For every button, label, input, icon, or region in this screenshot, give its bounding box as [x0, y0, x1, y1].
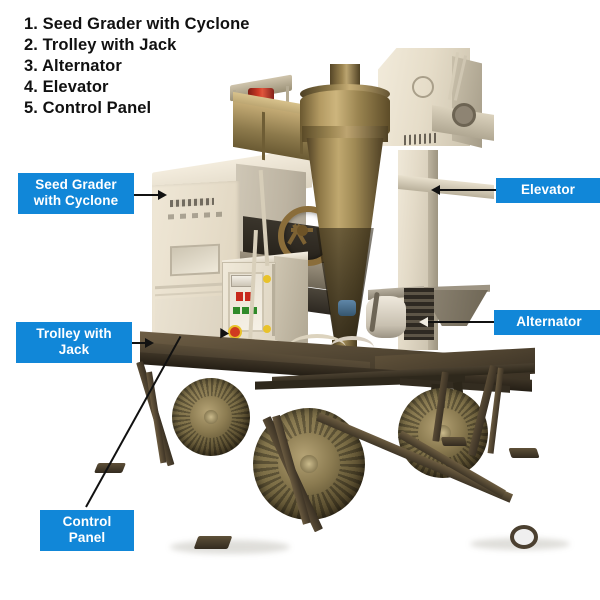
arrow-icon-seed-grader [158, 190, 167, 200]
elevator-inspection-port [412, 76, 434, 98]
jack-foot [193, 536, 233, 549]
callout-line-2: Jack [58, 342, 90, 357]
flexible-conduit [330, 336, 374, 360]
callout-line-1: Trolley with [36, 326, 112, 341]
arrow-icon-alternator [419, 317, 428, 327]
legend-item-3: 3. Alternator [24, 57, 122, 75]
control-panel-indicator-green [233, 307, 240, 314]
control-panel-indicator-green [251, 307, 257, 314]
callout-elevator[interactable]: Elevator [496, 178, 600, 203]
callout-line-2: Panel [68, 530, 106, 545]
control-panel-button-yellow [263, 275, 271, 283]
wheel-hub [204, 410, 218, 424]
wheel-hub [300, 455, 318, 473]
control-panel-indicator-red [245, 292, 252, 301]
leader-line-alternator [428, 321, 494, 323]
jack-foot [440, 437, 468, 446]
jack-foot [508, 448, 540, 458]
jack-screw [146, 371, 167, 464]
leader-line-elevator [440, 189, 496, 191]
control-panel-side [274, 255, 308, 345]
callout-line-2: with Cyclone [33, 193, 119, 208]
callout-seed-grader-with-cyclone[interactable]: Seed Grader with Cyclone [18, 173, 134, 214]
callout-line-1: Alternator [516, 314, 582, 329]
leader-line-seed-grader [120, 194, 160, 196]
grader-inspection-window [170, 243, 220, 277]
callout-line-1: Control [62, 514, 112, 529]
elevator-column-shade [428, 150, 438, 350]
control-panel-indicator-green [242, 307, 249, 314]
flexible-conduit [288, 334, 346, 362]
callout-control-panel[interactable]: Control Panel [40, 510, 134, 551]
legend-item-2: 2. Trolley with Jack [24, 36, 177, 54]
elevator-drive-pulley [452, 103, 476, 127]
callout-trolley-with-jack[interactable]: Trolley with Jack [16, 322, 132, 363]
legend-item-5: 5. Control Panel [24, 99, 152, 117]
arrow-icon-trolley [145, 338, 154, 348]
duct-flange [262, 111, 265, 161]
callout-line-1: Elevator [520, 182, 576, 197]
alternator-radiator [404, 288, 434, 340]
control-panel-indicator-red [236, 292, 243, 301]
control-panel-hinge [272, 264, 275, 336]
blue-electric-motor [338, 300, 356, 316]
numbered-legend: 1. Seed Grader with Cyclone 2. Trolley w… [24, 14, 250, 119]
tow-eye [510, 525, 538, 549]
callout-line-1: Seed Grader [35, 177, 117, 192]
handwheel-hub [297, 225, 308, 236]
callout-alternator[interactable]: Alternator [494, 310, 600, 335]
legend-item-1: 1. Seed Grader with Cyclone [24, 15, 250, 33]
arrow-icon-elevator [431, 185, 440, 195]
leader-line-trolley [117, 342, 147, 344]
control-panel-button-yellow [263, 325, 271, 333]
legend-item-4: 4. Elevator [24, 78, 109, 96]
